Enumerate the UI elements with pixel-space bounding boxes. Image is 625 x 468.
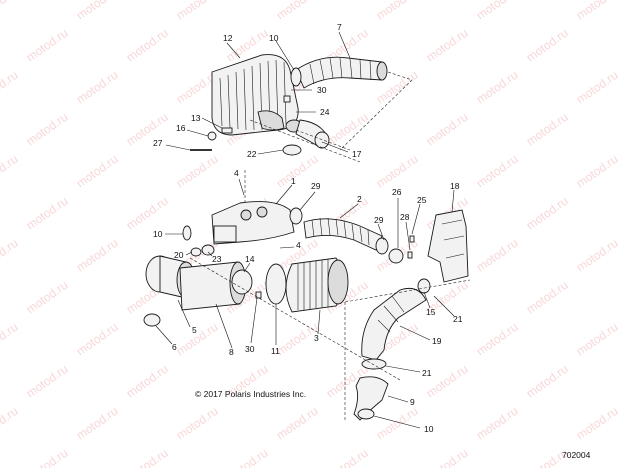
watermark-text: motod.ru bbox=[24, 278, 71, 317]
callout-18: 18 bbox=[450, 181, 460, 191]
watermark-text: motod.ru bbox=[224, 446, 271, 468]
figure-number: 702004 bbox=[562, 450, 591, 460]
watermark-text: motod.ru bbox=[74, 152, 121, 191]
watermark-text: motod.ru bbox=[524, 278, 571, 317]
callout-7: 7 bbox=[337, 22, 342, 32]
callout-10-left: 10 bbox=[153, 229, 163, 239]
air-intake-assembly-illustration bbox=[143, 201, 469, 421]
watermark-text: motod.ru bbox=[324, 446, 371, 468]
callout-10-bottom: 10 bbox=[424, 424, 434, 434]
watermark-text: motod.ru bbox=[124, 362, 171, 401]
watermark-text: motod.ru bbox=[474, 236, 521, 275]
watermark-text: motod.ru bbox=[374, 0, 421, 22]
watermark-text: motod.ru bbox=[174, 152, 221, 191]
watermark-text: motod.ru bbox=[0, 320, 21, 359]
callout-11: 11 bbox=[271, 346, 280, 356]
callout-21-right: 21 bbox=[453, 314, 463, 324]
callout-21-lower: 21 bbox=[422, 368, 432, 378]
watermark-text: motod.ru bbox=[474, 404, 521, 443]
watermark-text: motod.ru bbox=[424, 446, 471, 468]
watermark-text: motod.ru bbox=[124, 446, 171, 468]
callout-19: 19 bbox=[432, 336, 442, 346]
watermark-text: motod.ru bbox=[574, 404, 621, 443]
callout-1: 1 bbox=[291, 176, 296, 186]
watermark-text: motod.ru bbox=[74, 236, 121, 275]
callout-14: 14 bbox=[245, 254, 255, 264]
callout-28: 28 bbox=[400, 212, 410, 222]
watermark-text: motod.ru bbox=[574, 68, 621, 107]
watermark-text: motod.ru bbox=[174, 320, 221, 359]
watermark-text: motod.ru bbox=[424, 110, 471, 149]
callout-12: 12 bbox=[223, 33, 233, 43]
watermark-text: motod.ru bbox=[124, 110, 171, 149]
watermark-text: motod.ru bbox=[74, 68, 121, 107]
callouts: 12 10 7 30 24 13 16 27 22 17 4 1 29 2 18… bbox=[153, 22, 463, 434]
watermark-text: motod.ru bbox=[474, 320, 521, 359]
watermark-text: motod.ru bbox=[524, 362, 571, 401]
callout-9: 9 bbox=[410, 397, 415, 407]
callout-2: 2 bbox=[357, 194, 362, 204]
watermark-text: motod.ru bbox=[574, 152, 621, 191]
callout-3: 3 bbox=[314, 333, 319, 343]
watermark-text: motod.ru bbox=[574, 236, 621, 275]
callout-25: 25 bbox=[417, 195, 427, 205]
watermark-text: motod.ru bbox=[74, 404, 121, 443]
watermark-text: motod.ru bbox=[524, 110, 571, 149]
callout-10-top: 10 bbox=[269, 33, 279, 43]
callout-26: 26 bbox=[392, 187, 402, 197]
watermark-text: motod.ru bbox=[424, 26, 471, 65]
watermark-text: motod.ru bbox=[524, 26, 571, 65]
watermark-text: motod.ru bbox=[474, 0, 521, 22]
callout-29-right: 29 bbox=[374, 215, 384, 225]
callout-16: 16 bbox=[176, 123, 186, 133]
watermark-text: motod.ru bbox=[24, 26, 71, 65]
watermark-text: motod.ru bbox=[0, 0, 21, 22]
watermark-text: motod.ru bbox=[0, 404, 21, 443]
watermark-text: motod.ru bbox=[0, 68, 21, 107]
watermark-text: motod.ru bbox=[174, 404, 221, 443]
callout-15: 15 bbox=[426, 307, 436, 317]
callout-8: 8 bbox=[229, 347, 234, 357]
watermark-text: motod.ru bbox=[174, 0, 221, 22]
watermark-text: motod.ru bbox=[274, 0, 321, 22]
callout-22: 22 bbox=[247, 149, 257, 159]
alignment-lines-lower bbox=[189, 257, 471, 420]
callout-17: 17 bbox=[352, 149, 362, 159]
watermark-text: motod.ru bbox=[74, 320, 121, 359]
airbox-assembly-illustration bbox=[190, 54, 388, 156]
watermark-text: motod.ru bbox=[74, 0, 121, 22]
watermark-text: motod.ru bbox=[524, 194, 571, 233]
callout-5: 5 bbox=[192, 325, 197, 335]
callout-4-top: 4 bbox=[234, 168, 239, 178]
callout-6: 6 bbox=[172, 342, 177, 352]
callout-23: 23 bbox=[212, 254, 222, 264]
watermark-text: motod.ru bbox=[124, 194, 171, 233]
callout-13: 13 bbox=[191, 113, 201, 123]
callout-24: 24 bbox=[320, 107, 330, 117]
watermark-text: motod.ru bbox=[474, 152, 521, 191]
callout-4-mid: 4 bbox=[296, 240, 301, 250]
callout-30-lower: 30 bbox=[245, 344, 255, 354]
callout-29-upper: 29 bbox=[311, 181, 321, 191]
watermark-text: motod.ru bbox=[374, 404, 421, 443]
watermark-text: motod.ru bbox=[0, 236, 21, 275]
callout-27: 27 bbox=[153, 138, 163, 148]
watermark-text: motod.ru bbox=[24, 110, 71, 149]
watermark-text: motod.ru bbox=[24, 446, 71, 468]
watermark-text: motod.ru bbox=[274, 404, 321, 443]
watermark-text: motod.ru bbox=[574, 0, 621, 22]
copyright-notice: © 2017 Polaris Industries Inc. bbox=[195, 389, 306, 399]
watermark-text: motod.ru bbox=[0, 152, 21, 191]
watermark-text: motod.ru bbox=[124, 26, 171, 65]
watermark-text: motod.ru bbox=[474, 68, 521, 107]
callout-20: 20 bbox=[174, 250, 184, 260]
callout-30-top: 30 bbox=[317, 85, 327, 95]
watermark-text: motod.ru bbox=[24, 362, 71, 401]
watermark-text: motod.ru bbox=[574, 320, 621, 359]
watermark-text: motod.ru bbox=[24, 194, 71, 233]
watermark-text: motod.ru bbox=[374, 152, 421, 191]
